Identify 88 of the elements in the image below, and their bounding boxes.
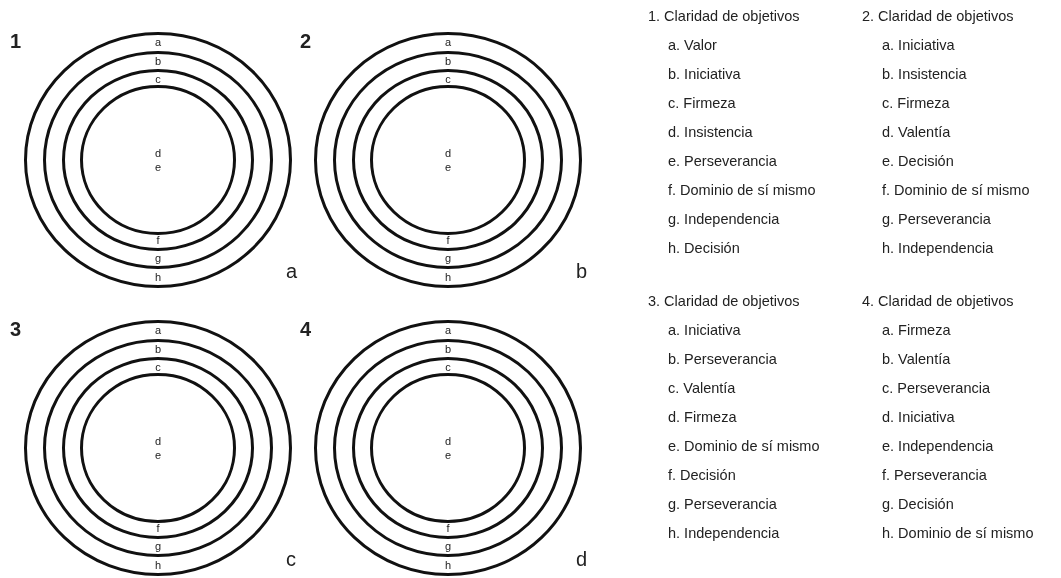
ring-letter: f bbox=[155, 235, 161, 246]
list-item: d. Iniciativa bbox=[882, 409, 955, 426]
ring-letter: c bbox=[154, 362, 162, 373]
ring-letter: c bbox=[154, 74, 162, 85]
ring-letter: f bbox=[155, 523, 161, 534]
diagram-letter: d bbox=[576, 548, 588, 571]
ring-letter: d bbox=[443, 436, 453, 447]
ring-circle bbox=[62, 69, 254, 251]
ring-letter: d bbox=[153, 436, 163, 447]
ring-letter: h bbox=[153, 560, 163, 571]
diagram-number: 3 bbox=[10, 318, 22, 341]
ring-letter: a bbox=[443, 325, 453, 336]
list-item: h. Independencia bbox=[882, 240, 994, 257]
ring-letter: a bbox=[443, 37, 453, 48]
list-item: c. Perseverancia bbox=[882, 380, 990, 397]
ring-letter: c bbox=[444, 74, 452, 85]
ring-letter: e bbox=[443, 162, 453, 173]
ring-circle bbox=[43, 51, 273, 269]
ring-circle bbox=[80, 85, 236, 235]
ring-letter: g bbox=[153, 541, 163, 552]
ring-letter: c bbox=[444, 362, 452, 373]
ring-circle bbox=[370, 85, 526, 235]
list-item: b. Valentía bbox=[882, 351, 951, 368]
list-item: b. Perseverancia bbox=[668, 351, 777, 368]
list-item: d. Firmeza bbox=[668, 409, 737, 426]
ring-letter: e bbox=[153, 450, 163, 461]
ring-letter: b bbox=[153, 56, 163, 67]
list-item: d. Valentía bbox=[882, 124, 951, 141]
list-item: a. Iniciativa bbox=[882, 37, 955, 54]
list-heading: 4. Claridad de objetivos bbox=[862, 293, 1014, 310]
diagram-number: 4 bbox=[300, 318, 312, 341]
list-item: e. Perseverancia bbox=[668, 153, 777, 170]
list-item: g. Perseverancia bbox=[882, 211, 991, 228]
ring-circle bbox=[333, 339, 563, 557]
ring-letter: b bbox=[443, 344, 453, 355]
ring-letter: h bbox=[443, 272, 453, 283]
list-item: b. Iniciativa bbox=[668, 66, 741, 83]
list-item: h. Decisión bbox=[668, 240, 740, 257]
list-item: e. Dominio de sí mismo bbox=[668, 438, 820, 455]
list-item: d. Insistencia bbox=[668, 124, 753, 141]
ring-circle bbox=[43, 339, 273, 557]
ring-letter: g bbox=[443, 541, 453, 552]
list-item: h. Independencia bbox=[668, 525, 780, 542]
list-item: e. Independencia bbox=[882, 438, 994, 455]
ring-letter: a bbox=[153, 37, 163, 48]
list-item: g. Decisión bbox=[882, 496, 954, 513]
list-item: c. Valentía bbox=[668, 380, 736, 397]
ring-circle bbox=[62, 357, 254, 539]
list-item: h. Dominio de sí mismo bbox=[882, 525, 1034, 542]
diagram-number: 1 bbox=[10, 30, 22, 53]
list-item: a. Iniciativa bbox=[668, 322, 741, 339]
ring-circle bbox=[352, 69, 544, 251]
ring-letter: e bbox=[443, 450, 453, 461]
list-item: g. Perseverancia bbox=[668, 496, 777, 513]
list-item: f. Dominio de sí mismo bbox=[882, 182, 1030, 199]
list-item: a. Firmeza bbox=[882, 322, 951, 339]
list-item: e. Decisión bbox=[882, 153, 954, 170]
list-heading: 1. Claridad de objetivos bbox=[648, 8, 800, 25]
ring-letter: f bbox=[445, 235, 451, 246]
list-item: a. Valor bbox=[668, 37, 717, 54]
list-item: b. Insistencia bbox=[882, 66, 967, 83]
diagram-letter: b bbox=[576, 260, 588, 283]
ring-circle bbox=[370, 373, 526, 523]
ring-letter: g bbox=[443, 253, 453, 264]
ring-letter: g bbox=[153, 253, 163, 264]
list-item: c. Firmeza bbox=[668, 95, 736, 112]
ring-letter: b bbox=[153, 344, 163, 355]
list-item: f. Decisión bbox=[668, 467, 736, 484]
ring-letter: d bbox=[153, 148, 163, 159]
ring-letter: h bbox=[443, 560, 453, 571]
diagram-letter: c bbox=[286, 548, 296, 571]
ring-circle bbox=[333, 51, 563, 269]
ring-letter: d bbox=[443, 148, 453, 159]
list-item: c. Firmeza bbox=[882, 95, 950, 112]
list-item: g. Independencia bbox=[668, 211, 780, 228]
list-heading: 2. Claridad de objetivos bbox=[862, 8, 1014, 25]
ring-letter: e bbox=[153, 162, 163, 173]
ring-letter: f bbox=[445, 523, 451, 534]
ring-letter: a bbox=[153, 325, 163, 336]
list-heading: 3. Claridad de objetivos bbox=[648, 293, 800, 310]
list-item: f. Perseverancia bbox=[882, 467, 987, 484]
ring-letter: h bbox=[153, 272, 163, 283]
diagram-letter: a bbox=[286, 260, 298, 283]
ring-circle bbox=[352, 357, 544, 539]
list-item: f. Dominio de sí mismo bbox=[668, 182, 816, 199]
ring-letter: b bbox=[443, 56, 453, 67]
diagram-number: 2 bbox=[300, 30, 312, 53]
ring-circle bbox=[80, 373, 236, 523]
